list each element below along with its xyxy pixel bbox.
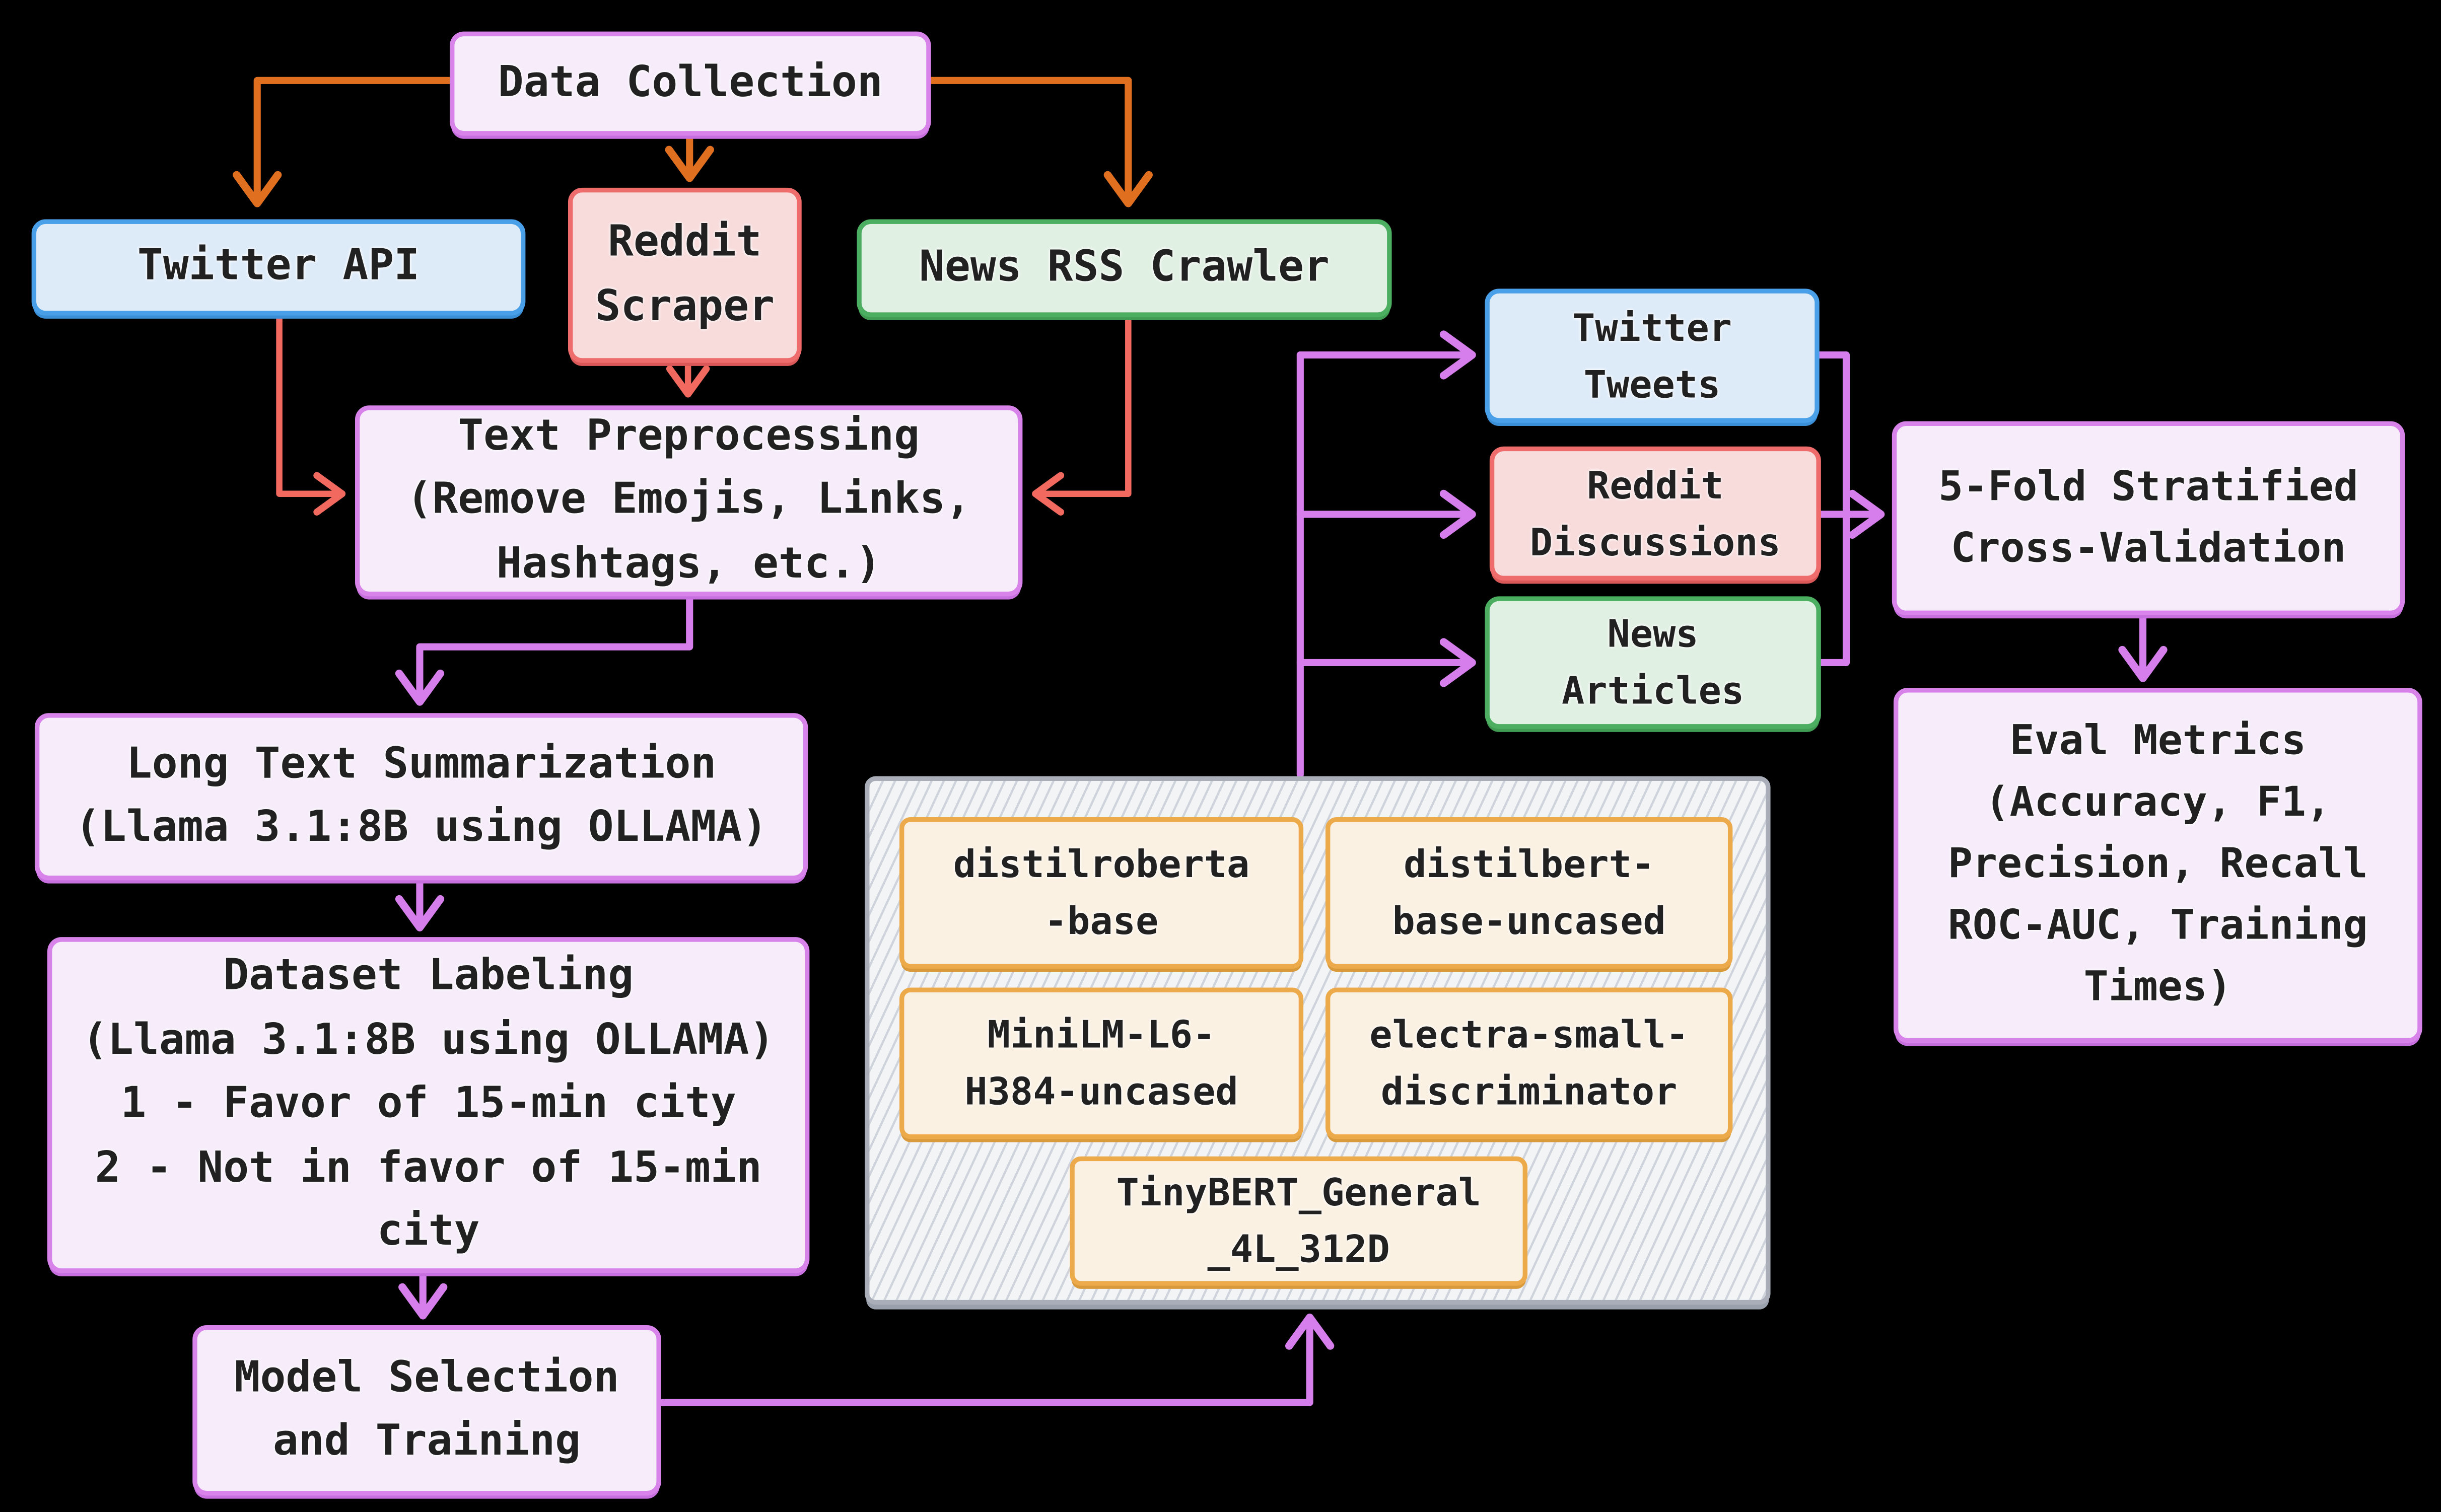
node-news-articles-label: News Articles — [1562, 612, 1745, 713]
node-model-distilbert: distilbert- base-uncased — [1325, 817, 1733, 969]
node-dataset-labeling-label: Dataset Labeling (Llama 3.1:8B using OLL… — [82, 952, 775, 1256]
node-dataset-labeling: Dataset Labeling (Llama 3.1:8B using OLL… — [47, 937, 810, 1273]
node-news-rss-crawler: News RSS Crawler — [857, 219, 1392, 317]
node-eval-metrics: Eval Metrics (Accuracy, F1, Precision, R… — [1893, 688, 2422, 1043]
node-text-preprocessing: Text Preprocessing (Remove Emojis, Links… — [355, 405, 1023, 597]
edge-newsarticles-merge — [1817, 511, 1850, 667]
node-model-electra: electra-small- discriminator — [1325, 987, 1733, 1139]
node-twitter-api: Twitter API — [31, 219, 526, 316]
node-model-minilm: MiniLM-L6- H384-uncased — [899, 987, 1304, 1139]
node-model-distilbert-label: distilbert- base-uncased — [1392, 842, 1666, 944]
node-model-tinybert: TinyBERT_General _4L_312D — [1070, 1156, 1528, 1286]
node-reddit-scraper-label: Reddit Scraper — [595, 218, 775, 331]
edge-twittertweets-merge — [1816, 351, 1850, 518]
node-twitter-tweets: Twitter Tweets — [1485, 289, 1820, 423]
node-model-selection-label: Model Selection and Training — [234, 1352, 619, 1466]
edge-datacollection-twitterapi — [233, 77, 454, 207]
node-news-rss-crawler-label: News RSS Crawler — [919, 242, 1330, 292]
edge-twitterapi-preprocessing — [276, 312, 346, 516]
edge-preprocessing-summarization — [395, 593, 693, 706]
node-reddit-scraper: Reddit Scraper — [568, 187, 802, 363]
node-model-selection: Model Selection and Training — [192, 1325, 661, 1496]
node-data-collection: Data Collection — [449, 31, 931, 136]
node-model-electra-label: electra-small- discriminator — [1369, 1013, 1689, 1114]
edge-modelselection-modelpool — [659, 1313, 1335, 1406]
node-model-distilroberta-label: distilroberta -base — [953, 842, 1250, 944]
node-model-tinybert-label: TinyBERT_General _4L_312D — [1116, 1170, 1481, 1272]
node-twitter-tweets-label: Twitter Tweets — [1572, 305, 1732, 406]
node-reddit-discussions: Reddit Discussions — [1489, 446, 1821, 581]
edge-newsrss-preprocessing — [1032, 314, 1132, 516]
node-news-articles: News Articles — [1485, 596, 1821, 729]
node-cross-validation: 5-Fold Stratified Cross-Validation — [1892, 421, 2405, 615]
node-text-preprocessing-label: Text Preprocessing (Remove Emojis, Links… — [406, 411, 971, 588]
node-long-text-summarization-label: Long Text Summarization (Llama 3.1:8B us… — [75, 739, 768, 852]
node-cross-validation-label: 5-Fold Stratified Cross-Validation — [1938, 463, 2358, 572]
node-eval-metrics-label: Eval Metrics (Accuracy, F1, Precision, R… — [1947, 717, 2368, 1012]
node-model-minilm-label: MiniLM-L6- H384-uncased — [964, 1013, 1238, 1114]
node-reddit-discussions-label: Reddit Discussions — [1529, 463, 1781, 564]
edge-datacollection-newsrss — [927, 77, 1153, 207]
node-long-text-summarization: Long Text Summarization (Llama 3.1:8B us… — [34, 713, 808, 881]
node-twitter-api-label: Twitter API — [137, 242, 420, 291]
node-data-collection-label: Data Collection — [498, 58, 883, 107]
node-model-distilroberta: distilroberta -base — [899, 817, 1304, 969]
